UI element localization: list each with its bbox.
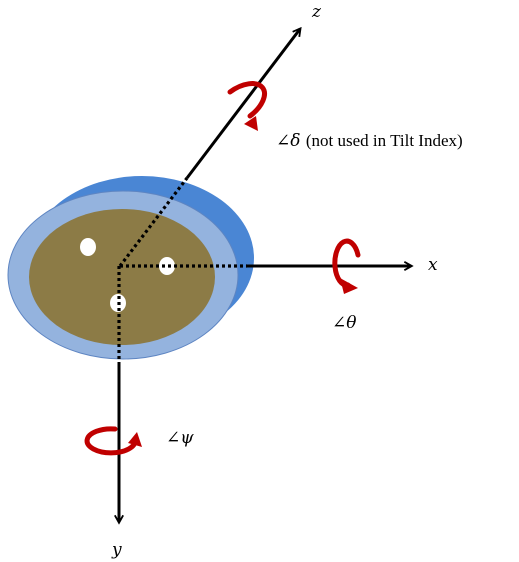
- delta-angle-label: ∠δ (not used in Tilt Index): [276, 131, 463, 151]
- delta-symbol: ∠δ: [276, 131, 301, 151]
- rotation-arrow-delta: [227, 81, 267, 131]
- inner-disc: [29, 209, 215, 345]
- marker-dot-2: [159, 257, 175, 275]
- z-axis: [185, 29, 300, 179]
- z-axis-hidden: [118, 177, 189, 267]
- x-axis-label: x: [428, 255, 438, 275]
- delta-note: (not used in Tilt Index): [305, 131, 463, 150]
- rotation-arrow-theta: [332, 238, 361, 294]
- z-axis-label: z: [312, 2, 321, 22]
- y-axis-label: y: [112, 540, 122, 560]
- psi-angle-label: ∠ψ: [166, 428, 194, 448]
- rotation-arrow-psi: [84, 426, 142, 456]
- marker-dot-1: [80, 238, 96, 256]
- theta-angle-label: ∠θ: [332, 313, 357, 333]
